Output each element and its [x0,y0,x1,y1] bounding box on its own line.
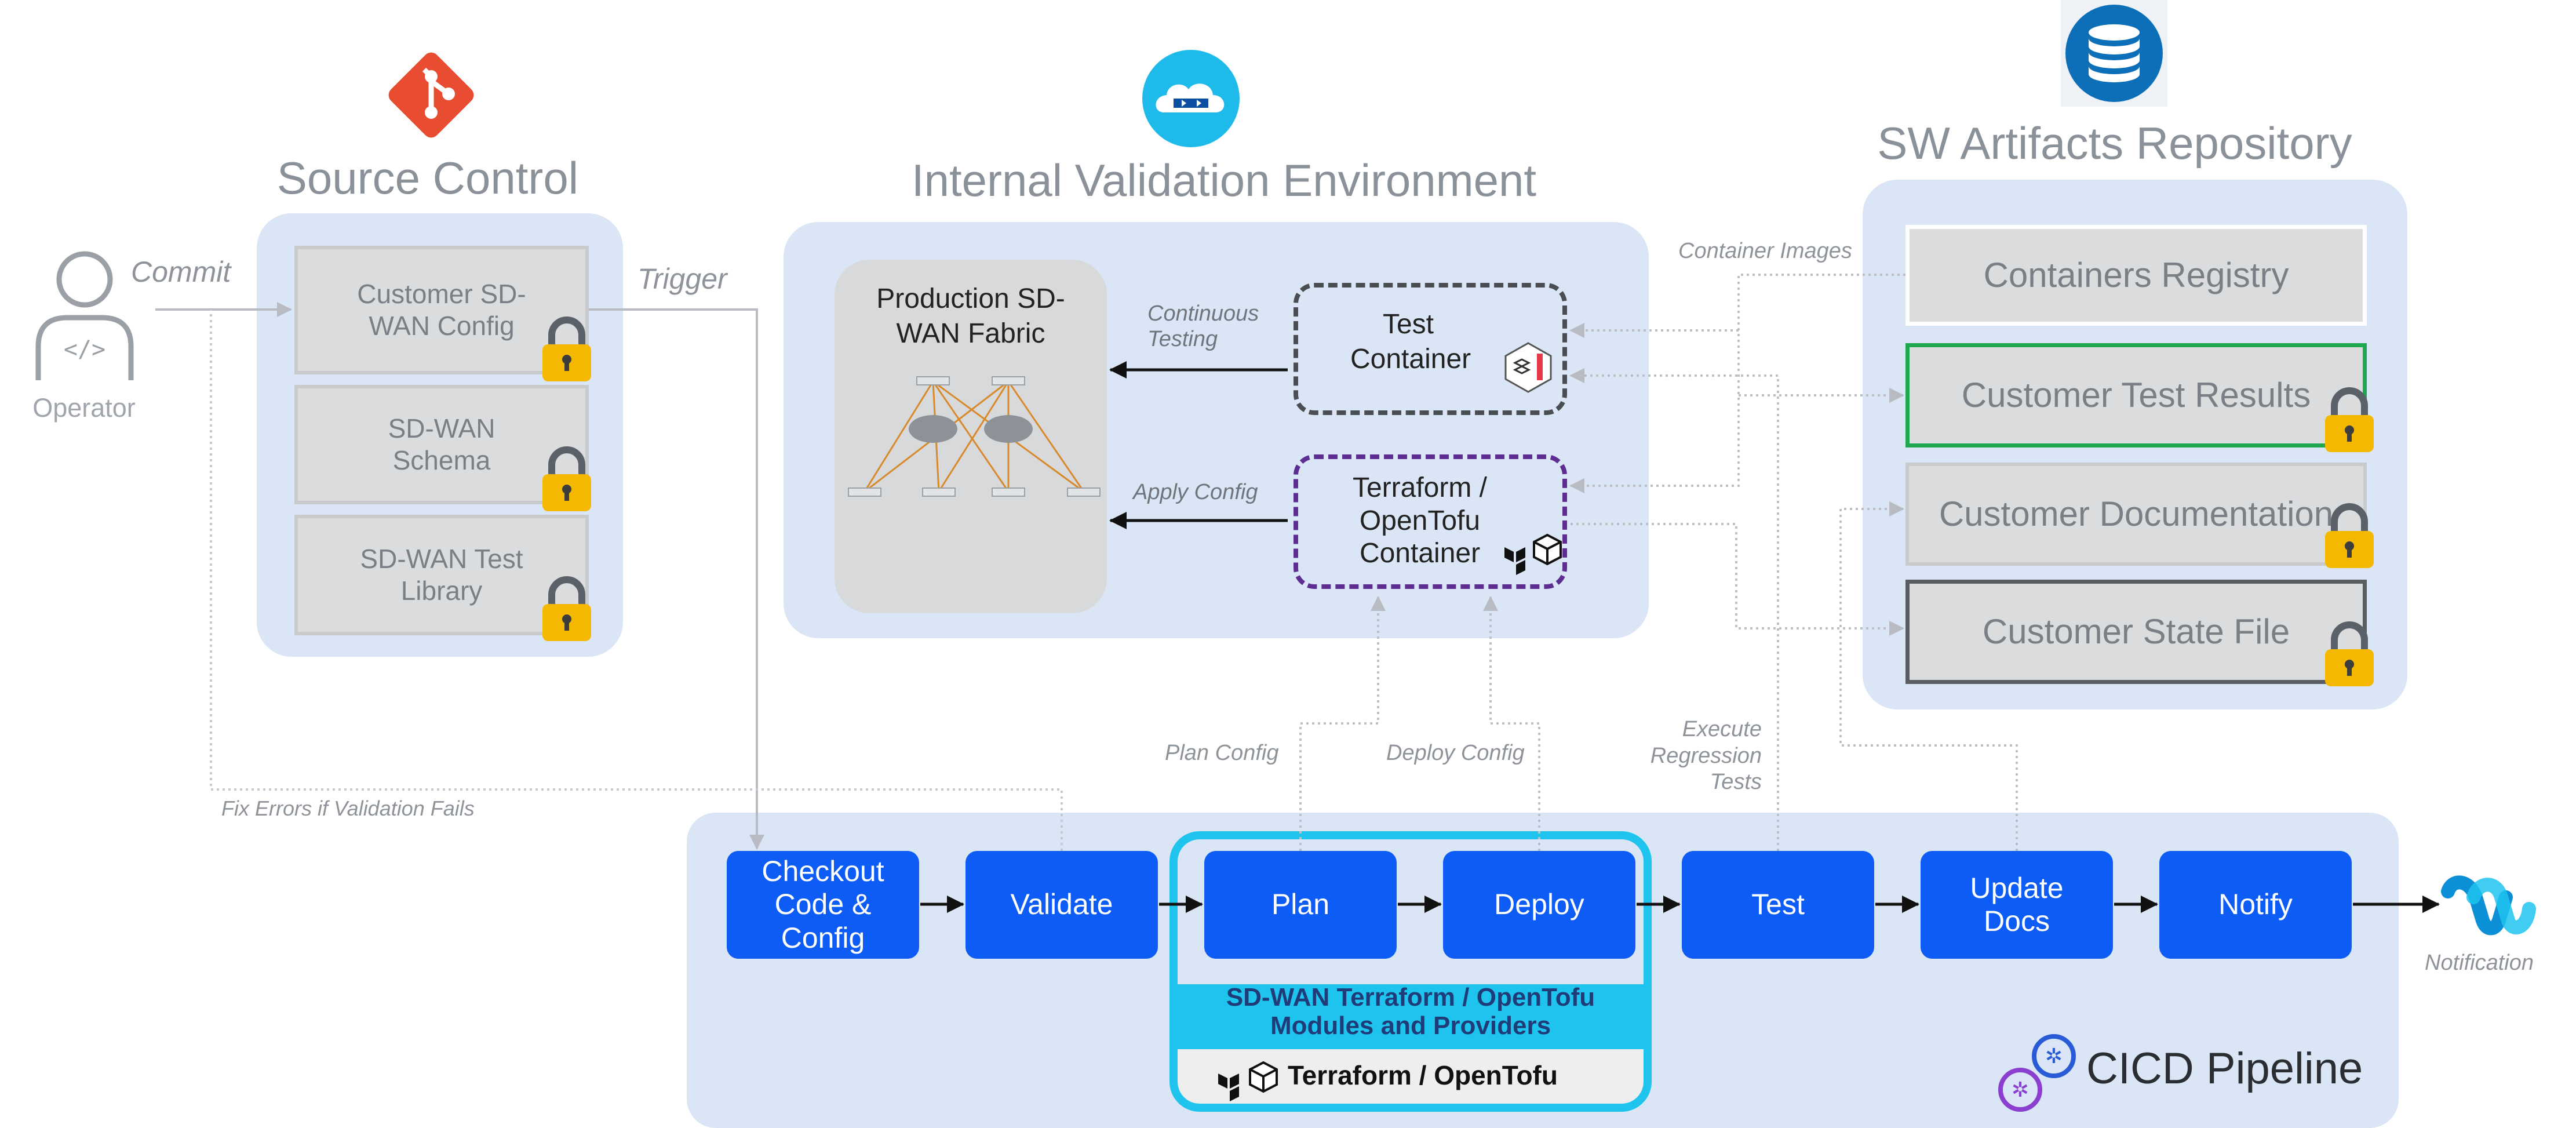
commit-label: Commit [131,256,231,288]
artifact-documentation: Customer Documentation [1905,463,2367,566]
terraform-tool-label: Terraform / OpenTofu [1288,1060,1558,1090]
cicd-gears-icon: ✲ ✲ [1998,1034,2076,1112]
cicd-pipeline-title: CICD Pipeline [2086,1044,2363,1093]
opentofu-icon [1249,1061,1278,1093]
terraform-container-label: Terraform / OpenTofu Container [1352,472,1488,569]
svg-text:✲: ✲ [2045,1045,2063,1068]
production-fabric-label: Production SD-WAN Fabric [876,283,1065,349]
plan-config-label: Plan Config [1165,741,1279,765]
stage-notify[interactable]: Notify [2159,851,2352,959]
apply-config-label: Apply Config [1133,480,1258,504]
terraform-modules-label: SD-WAN Terraform / OpenTofu Modules and … [1226,983,1595,1040]
database-icon [2061,0,2167,107]
network-topology-icon [848,376,1101,497]
execute-regression-label: Execute Regression Tests [1650,717,1762,795]
lock-icon [2325,387,2374,452]
artifact-label: Containers Registry [1983,256,2289,294]
terraform-icon [1218,1074,1239,1101]
terraform-container-box: Terraform / OpenTofu Container [1294,454,1567,589]
source-item-label: SD-WAN Schema [388,413,495,475]
source-control-title: Source Control [276,152,579,203]
webex-icon [2441,875,2536,936]
artifacts-repository-title: SW Artifacts Repository [1877,118,2352,169]
container-images-label: Container Images [1678,239,1852,263]
notification-label: Notification [2425,951,2534,975]
test-container-box: Test Container [1294,283,1567,415]
stage-update-docs[interactable]: Update Docs [1921,851,2113,959]
source-item-test-library: SD-WAN Test Library [294,515,589,635]
operator-label: Operator [32,393,136,423]
lock-icon [542,576,591,641]
stage-deploy[interactable]: Deploy [1443,851,1635,959]
lock-icon [2325,503,2374,568]
source-item-label: SD-WAN Test Library [360,543,523,606]
lock-icon [542,446,591,511]
stage-plan[interactable]: Plan [1204,851,1397,959]
test-container-icon [1504,342,1552,393]
artifact-label: Customer Documentation [1939,494,2334,533]
artifact-containers-registry: Containers Registry [1905,225,2367,326]
source-item-customer-config: Customer SD-WAN Config [294,246,589,374]
stage-validate[interactable]: Validate [965,851,1158,959]
artifact-test-results: Customer Test Results [1905,343,2367,447]
svg-text:✲: ✲ [2012,1078,2029,1102]
lock-icon [542,316,591,381]
stage-test[interactable]: Test [1682,851,1874,959]
test-container-label: Test Container [1350,309,1471,374]
git-icon [388,52,474,138]
artifact-label: Customer Test Results [1961,376,2311,414]
cloud-environment-icon [1142,50,1240,147]
stage-checkout[interactable]: Checkout Code & Config [727,851,919,959]
trigger-label: Trigger [637,263,727,295]
svg-text:</>: </> [64,336,105,363]
terraform-icon [1504,547,1525,575]
continuous-testing-label: Continuous Testing [1147,301,1259,351]
fix-errors-label: Fix Errors if Validation Fails [221,796,475,820]
artifact-label: Customer State File [1982,612,2290,651]
opentofu-icon [1533,533,1562,566]
source-item-label: Customer SD-WAN Config [357,278,526,341]
deploy-config-label: Deploy Config [1386,741,1525,765]
operator-icon: </> [35,251,134,380]
source-item-schema: SD-WAN Schema [294,385,589,504]
production-fabric-box: Production SD-WAN Fabric [835,260,1107,613]
validation-environment-title: Internal Validation Environment [911,155,1537,206]
lock-icon [2325,621,2374,686]
